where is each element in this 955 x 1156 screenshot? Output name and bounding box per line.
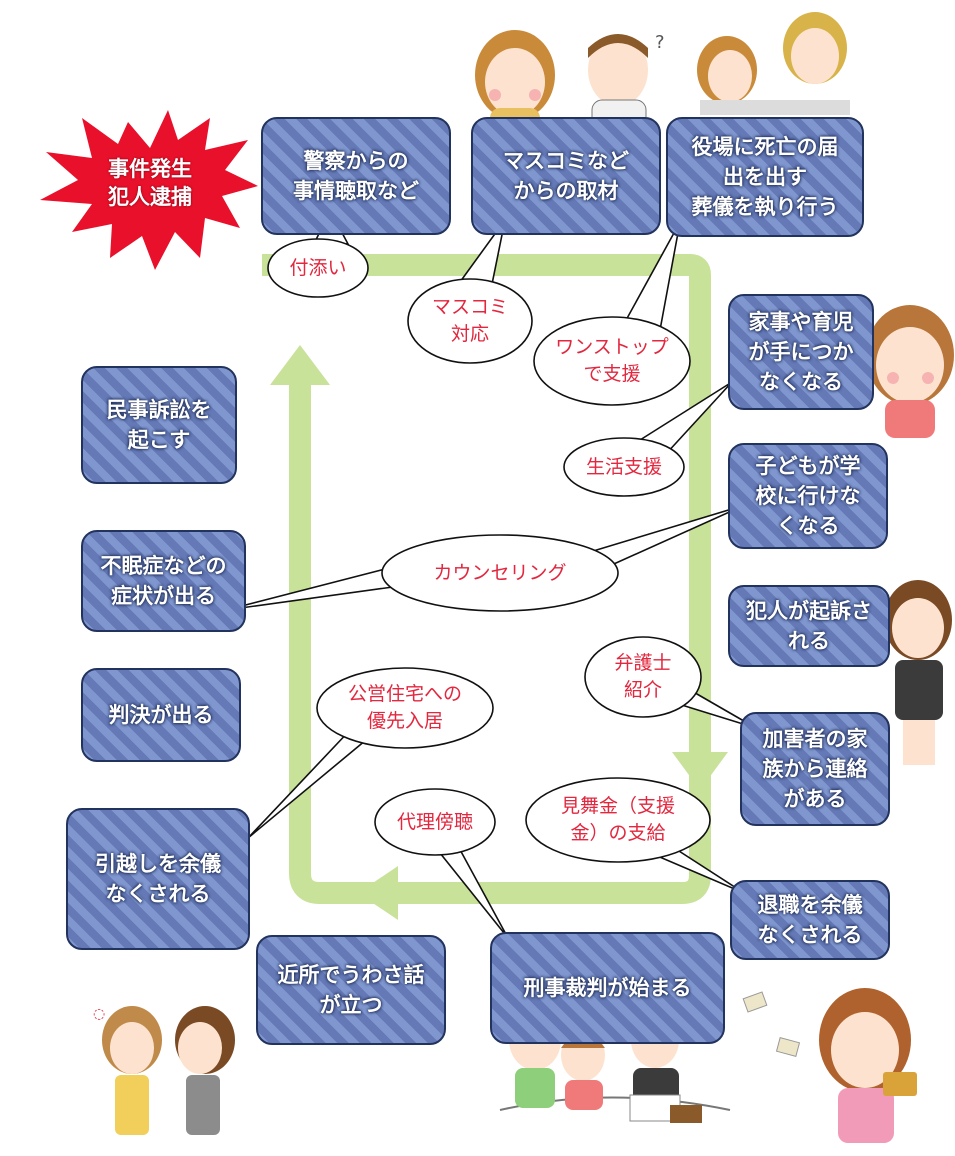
svg-text:?: ? <box>655 32 665 53</box>
person-lawyer-illustration <box>863 580 952 765</box>
box-indicted: 犯人が起訴さ れる <box>728 585 890 667</box>
svg-text:◌: ◌ <box>93 1006 105 1022</box>
flow-arrowhead-down <box>672 752 728 790</box>
bubble-sympathy-money <box>525 777 711 863</box>
bubble-label-proxy-hearing: 代理傍聴 <box>396 810 473 833</box>
bubble-lawyer <box>584 636 702 718</box>
event-burst-label: 事件発生 犯人逮捕 <box>108 157 192 209</box>
box-school: 子どもが学 校に行けな くなる <box>728 443 888 549</box>
bubble-label-counseling: カウンセリング <box>433 561 567 584</box>
bubble-media-response <box>407 278 533 364</box>
bubble-label-public-housing: 公営住宅への 優先入居 <box>347 683 462 732</box>
box-housework: 家事や育児 が手につか なくなる <box>728 294 874 410</box>
box-move: 引越しを余儀 なくされる <box>66 808 250 950</box>
box-civil-suit: 民事訴訟を 起こす <box>81 366 237 484</box>
bubble-public-housing <box>316 667 494 749</box>
people-office-illustration <box>697 12 850 115</box>
box-media-interview: マスコミなど からの取材 <box>471 117 661 235</box>
event-burst <box>40 110 258 270</box>
box-perpetrator-family: 加害者の家 族から連絡 がある <box>740 712 890 826</box>
box-verdict: 判決が出る <box>81 668 241 762</box>
bubble-accompany <box>267 238 369 298</box>
flow-arrowhead-up <box>270 345 330 385</box>
bubble-proxy-hearing <box>374 788 496 856</box>
flow-arrowhead-left <box>358 866 398 920</box>
bubble-label-life-support: 生活支援 <box>585 455 662 478</box>
box-rumor: 近所でうわさ話 が立つ <box>256 935 446 1045</box>
bubble-life-support <box>563 437 685 497</box>
person-crying-woman-illustration <box>742 988 917 1143</box>
box-office-funeral: 役場に死亡の届 出を出す 葬儀を執り行う <box>666 117 864 237</box>
bubble-label-media-response: マスコミ 対応 <box>431 296 508 345</box>
flow-arrow <box>262 254 711 904</box>
bubble-label-one-stop: ワンストップ で支援 <box>555 336 669 385</box>
box-police-interview: 警察からの 事情聴取など <box>261 117 451 235</box>
person-worried-woman-illustration <box>866 305 954 438</box>
bubble-label-lawyer: 弁護士 紹介 <box>614 652 672 701</box>
bubble-label-accompany: 付添い <box>289 256 347 279</box>
bubble-one-stop <box>533 316 691 406</box>
bubble-label-sympathy-money: 見舞金（支援 金）の支給 <box>560 795 675 844</box>
bubble-counseling <box>381 534 619 612</box>
people-gossip-illustration: ◌ <box>93 1006 235 1135</box>
box-insomnia: 不眠症などの 症状が出る <box>81 530 246 632</box>
box-resign: 退職を余儀 なくされる <box>730 880 890 960</box>
box-criminal-trial: 刑事裁判が始まる <box>490 932 725 1044</box>
